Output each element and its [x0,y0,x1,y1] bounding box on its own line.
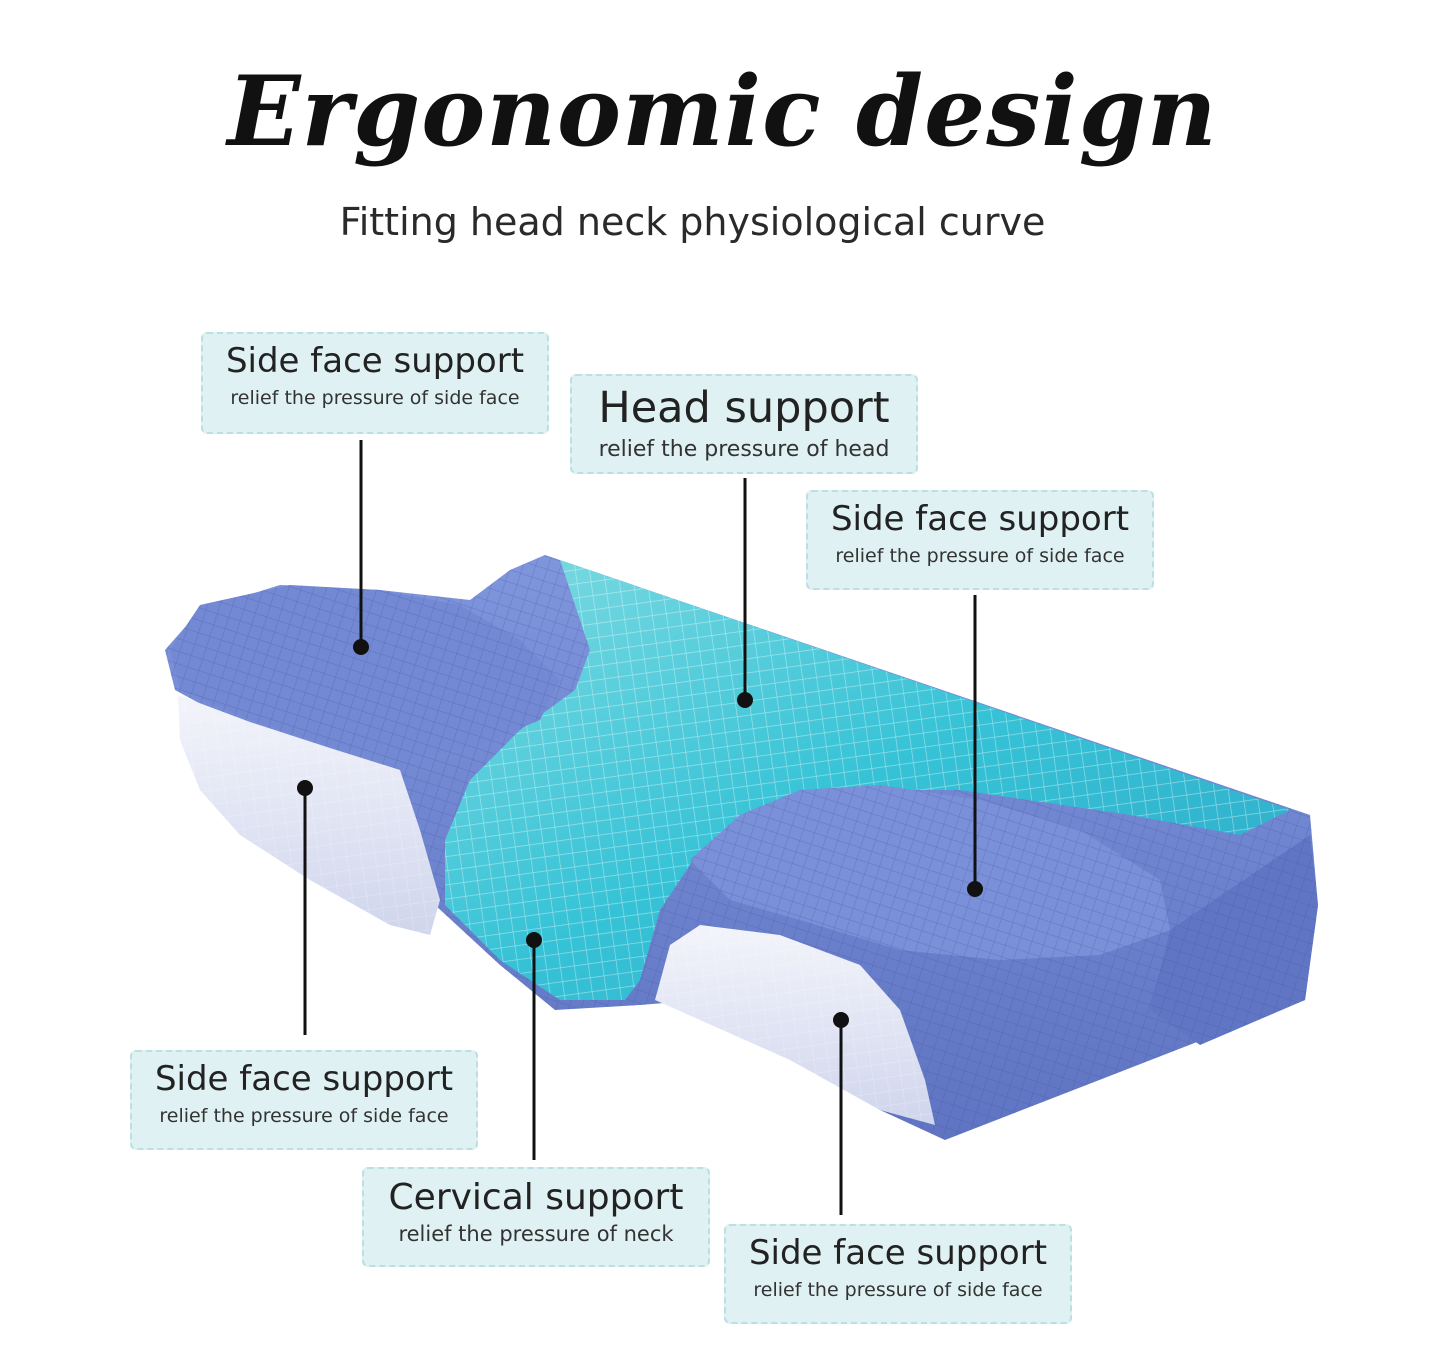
callout-heading: Side face support [748,1233,1048,1273]
callout-heading: Head support [598,383,890,433]
callout-subtext: relief the pressure of side face [753,1279,1043,1302]
callout-subtext: relief the pressure of head [598,437,890,463]
callout-heading: Cervical support [388,1177,684,1218]
callout-heading: Side face support [154,1059,454,1099]
marker-dot [297,780,313,796]
marker-dot [353,639,369,655]
leader-lines [297,440,983,1215]
marker-dot [833,1012,849,1028]
callout-subtext: relief the pressure of side face [835,545,1125,568]
callout-heading: Side face support [830,499,1130,539]
marker-dot [526,932,542,948]
marker-dot [967,881,983,897]
callout-heading: Side face support [225,341,525,381]
callout-subtext: relief the pressure of side face [230,387,520,410]
page-subtitle: Fitting head neck physiological curve [339,200,1046,244]
callout-cervical-support: Cervical support relief the pressure of … [362,1167,710,1267]
callout-side-face-bottom-right: Side face support relief the pressure of… [724,1224,1072,1324]
callout-side-face-top-right: Side face support relief the pressure of… [806,490,1154,590]
callout-subtext: relief the pressure of side face [159,1105,449,1128]
callout-subtext: relief the pressure of neck [398,1222,674,1247]
callout-side-face-top-left: Side face support relief the pressure of… [201,332,549,434]
marker-dot [737,692,753,708]
callout-head-support: Head support relief the pressure of head [570,374,918,474]
callout-side-face-bottom-left: Side face support relief the pressure of… [130,1050,478,1150]
page-title: Ergonomic design [227,55,1218,168]
